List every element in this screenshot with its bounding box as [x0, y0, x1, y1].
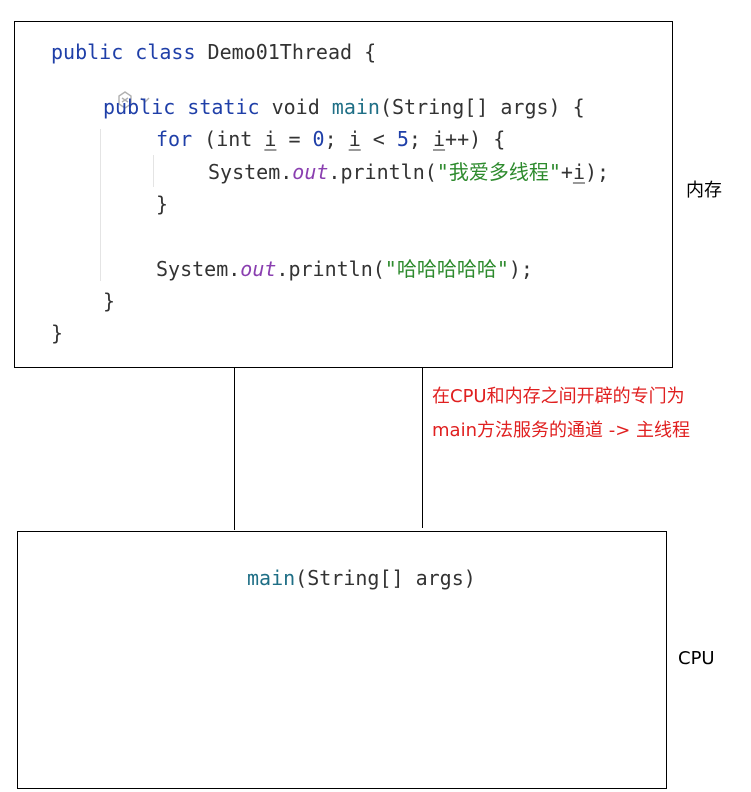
code-text: (int [192, 127, 265, 151]
keyword: for [156, 127, 193, 151]
indent-guide [100, 129, 101, 281]
indent-guide [153, 155, 154, 187]
class-ref: System. [208, 160, 293, 184]
number-literal: 0 [312, 127, 325, 151]
method-call: .println( [276, 257, 385, 281]
class-ref: System. [156, 257, 241, 281]
code-line-close-brace: } [51, 321, 63, 345]
brace: } [156, 192, 169, 216]
code-text: ++) { [445, 127, 506, 151]
cpu-box: main(String[] args) [17, 531, 667, 789]
return-type: void [259, 95, 332, 119]
method-call: .println( [328, 160, 437, 184]
brace: } [51, 321, 64, 345]
method-name: main [247, 566, 296, 590]
code-line-close-brace: } [103, 289, 115, 313]
class-name: Demo01Thread { [195, 40, 377, 64]
code-line-main-decl: public static void main(String[] args) { [103, 95, 585, 119]
cpu-method-signature: main(String[] args) [247, 566, 476, 590]
keyword: public static [103, 95, 260, 119]
code-text: ; [324, 127, 349, 151]
cpu-label: CPU [678, 648, 715, 669]
code-line-close-brace: } [156, 192, 168, 216]
method-params: (String[] args) [295, 566, 476, 590]
code-line-println-loop: System.out.println("我爱多线程"+i); [208, 160, 609, 184]
memory-box: public class Demo01Thread { public stati… [14, 21, 673, 368]
channel-annotation-line2: main方法服务的通道 -> 主线程 [432, 420, 690, 441]
code-text: = [276, 127, 313, 151]
brace: } [103, 289, 116, 313]
operator: + [560, 160, 573, 184]
loop-variable: i [348, 127, 361, 151]
channel-line-left [234, 368, 235, 530]
code-text: < [360, 127, 397, 151]
keyword: public class [51, 40, 196, 64]
ai-assistant-icon[interactable] [115, 90, 155, 112]
code-line-class-decl: public class Demo01Thread { [51, 40, 376, 64]
loop-variable: i [433, 127, 446, 151]
loop-variable: i [264, 127, 277, 151]
memory-label: 内存 [686, 180, 722, 201]
code-text: ); [584, 160, 610, 184]
method-params: (String[] args) { [379, 95, 585, 119]
number-literal: 5 [396, 127, 409, 151]
string-literal: "哈哈哈哈哈" [384, 257, 509, 281]
code-line-println-main: System.out.println("哈哈哈哈哈"); [156, 257, 533, 281]
code-line-for-loop: for (int i = 0; i < 5; i++) { [156, 127, 505, 151]
channel-annotation-line1: 在CPU和内存之间开辟的专门为 [432, 386, 685, 407]
string-literal: "我爱多线程" [436, 160, 561, 184]
loop-variable: i [572, 160, 585, 184]
channel-line-right [422, 368, 423, 528]
code-text: ); [508, 257, 533, 281]
static-field: out [240, 257, 277, 281]
code-text: ; [408, 127, 433, 151]
static-field: out [292, 160, 329, 184]
method-name: main [331, 95, 380, 119]
